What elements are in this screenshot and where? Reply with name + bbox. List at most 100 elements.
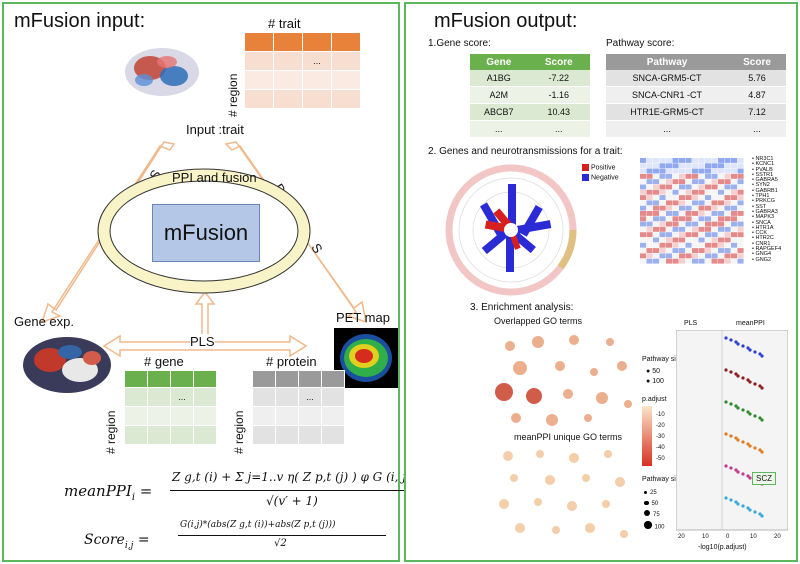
- pathway-size-item: 75: [644, 510, 665, 521]
- dot-plot-point: [746, 474, 750, 478]
- heatmap-cell: [731, 248, 738, 253]
- heatmap-cell: [731, 216, 738, 222]
- dot-plot-point: [729, 498, 733, 502]
- heatmap-cell: [646, 189, 653, 195]
- protein-row-label: # region: [232, 410, 246, 454]
- heatmap-cell: [698, 173, 705, 179]
- heatmap-cell: [698, 195, 705, 200]
- heatmap-cell: [698, 184, 705, 190]
- heatmap-cell: [685, 158, 692, 163]
- heatmap-gene-label: • GNG2: [752, 256, 772, 263]
- heatmap-cell: [653, 163, 660, 169]
- heatmap-cell: [666, 253, 673, 259]
- heatmap-cell: [659, 242, 666, 248]
- heatmap-cell: [646, 242, 653, 248]
- formula-meanppi-denominator: √(v′ + 1): [266, 494, 318, 508]
- heatmap-cell: [685, 237, 692, 243]
- heatmap-cell: [737, 200, 744, 206]
- heatmap-cell: [685, 200, 692, 206]
- heatmap-cell: [731, 242, 738, 248]
- heatmap-cell: [646, 237, 653, 243]
- heatmap-cell: [692, 242, 699, 248]
- heatmap-cell: [679, 216, 686, 222]
- heatmap-cell: [659, 205, 666, 211]
- heatmap-cell: [724, 211, 731, 216]
- heatmap-cell: [705, 211, 712, 216]
- heatmap-cell: [679, 168, 686, 174]
- heatmap-cell: [659, 221, 666, 227]
- heatmap-gene-label: • KCNC1: [752, 161, 775, 168]
- heatmap-cell: [718, 253, 725, 259]
- pet-map-label: PET map: [336, 310, 390, 325]
- heatmap-cell: [666, 237, 673, 243]
- input-title: mFusion input:: [14, 10, 146, 32]
- heatmap-gene-label: • CNR1: [752, 240, 771, 247]
- table-cell: ABCB7: [470, 103, 528, 121]
- heatmap-cell: [718, 221, 725, 227]
- dot-plot-point: [729, 434, 733, 438]
- pathway-size-a-50: ● 50: [646, 368, 660, 375]
- heatmap-cell: [731, 179, 738, 185]
- dot-plot-point: [734, 468, 738, 472]
- trait-matrix: ...: [244, 32, 361, 109]
- heatmap-cell: [659, 173, 666, 179]
- dot-plot-point: [741, 440, 745, 444]
- heatmap-cell: [666, 248, 673, 253]
- heatmap-cell: [646, 232, 653, 238]
- heatmap-gene-label: • PVALB: [752, 166, 773, 173]
- heatmap-cell: [659, 258, 666, 264]
- heatmap-cell: [672, 258, 679, 264]
- gene-score-header: Score: [527, 54, 590, 70]
- dot-plot-point: [760, 418, 764, 422]
- heatmap-cell: [737, 195, 744, 200]
- overlapped-go-label: Overlapped GO terms: [494, 316, 583, 326]
- heatmap-cell: [724, 163, 731, 169]
- heatmap-cell: [724, 242, 731, 248]
- heatmap-cell: [679, 179, 686, 185]
- heatmap-cell: [731, 237, 738, 243]
- dot-plot-point: [748, 348, 752, 352]
- axis-tick: 20: [774, 534, 781, 540]
- heatmap-cell: [711, 242, 718, 248]
- pls-plot-label: PLS: [684, 320, 698, 327]
- heatmap-cell: [659, 189, 666, 195]
- heatmap-cell: [718, 258, 725, 264]
- heatmap-cell: [666, 195, 673, 200]
- unique-go-network: [499, 450, 628, 538]
- heatmap-cell: [718, 248, 725, 253]
- heatmap-cell: [731, 205, 738, 211]
- dot-plot-point: [746, 410, 750, 414]
- heatmap-cell: [646, 195, 653, 200]
- heatmap-cell: [711, 189, 718, 195]
- dot-plot-point: [758, 384, 762, 388]
- heatmap-cell: [718, 242, 725, 248]
- padjust-colorbar: [642, 406, 652, 466]
- dot-plot-point: [760, 386, 764, 390]
- heatmap-cell: [731, 163, 738, 169]
- dot-plot-point: [724, 464, 728, 468]
- heatmap-cell: [640, 189, 647, 195]
- dot-plot-point: [748, 508, 752, 512]
- heatmap-cell: [685, 173, 692, 179]
- heatmap-cell: [653, 242, 660, 248]
- ppi-fusion-label: PPI and fusion: [172, 170, 257, 185]
- heatmap-cell: [705, 173, 712, 179]
- heatmap-cell: [646, 168, 653, 174]
- heatmap-gene-label: • CCK: [752, 230, 768, 237]
- heatmap-cell: [659, 216, 666, 222]
- heatmap-cell: [711, 195, 718, 200]
- heatmap-cell: [737, 242, 744, 248]
- heatmap-cell: [659, 232, 666, 238]
- heatmap-gene-label: • SST: [752, 203, 767, 210]
- heatmap-cell: [679, 248, 686, 253]
- dot-plot-point: [736, 374, 740, 378]
- dot-plot-point: [734, 340, 738, 344]
- heatmap-cell: [698, 253, 705, 259]
- heatmap-cell: [679, 232, 686, 238]
- heatmap-gene-label: • MAPK3: [752, 214, 775, 221]
- heatmap-cell: [646, 211, 653, 216]
- heatmap-cell: [724, 158, 731, 163]
- heatmap-cell: [737, 184, 744, 190]
- heatmap-cell: [640, 258, 647, 264]
